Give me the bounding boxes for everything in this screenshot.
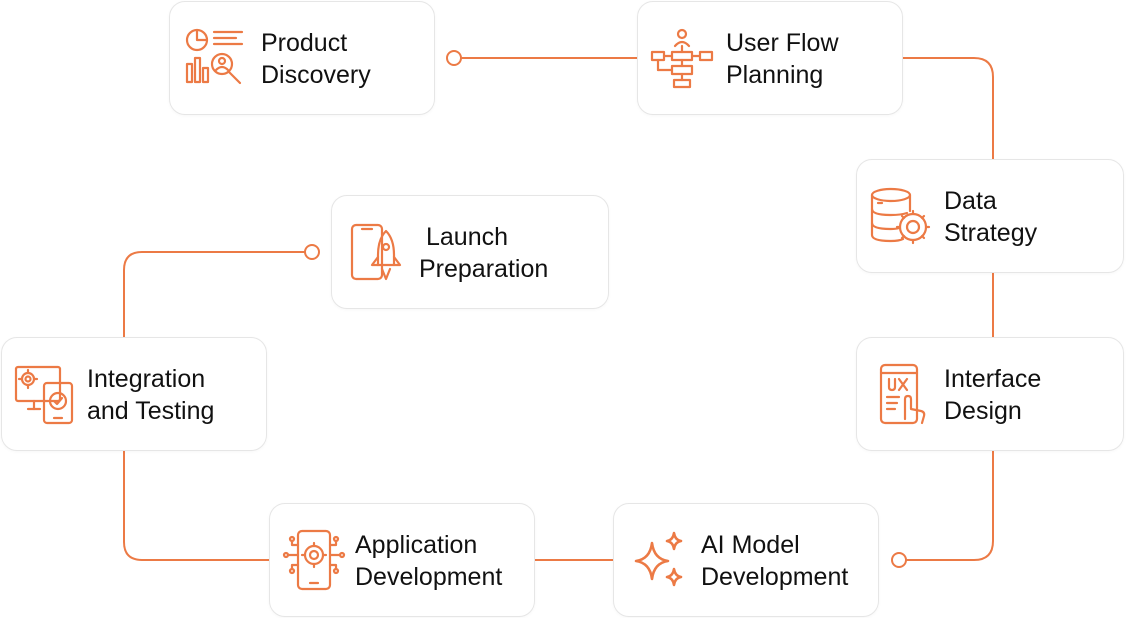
analytics-search-icon bbox=[184, 26, 248, 90]
mobile-gear-circuit-icon bbox=[282, 529, 346, 593]
step-card-data-strategy: Data Strategy bbox=[856, 159, 1124, 273]
step-card-application-development: Application Development bbox=[269, 503, 535, 617]
step-label: Launch Preparation bbox=[419, 223, 549, 283]
step-card-product-discovery: Product Discovery bbox=[169, 1, 435, 115]
step-card-user-flow-planning: User Flow Planning bbox=[637, 1, 903, 115]
ux-touch-icon bbox=[869, 363, 933, 427]
step-label: Interface Design bbox=[944, 365, 1042, 425]
step-label: Product Discovery bbox=[261, 29, 371, 89]
rocket-phone-icon bbox=[346, 221, 410, 285]
step-label: User Flow Planning bbox=[726, 29, 839, 89]
devices-check-icon bbox=[14, 363, 78, 427]
step-label: Application Development bbox=[355, 531, 503, 591]
step-card-ai-model-development: AI Model Development bbox=[613, 503, 879, 617]
step-label: Data Strategy bbox=[944, 187, 1038, 247]
step-card-launch-preparation: Launch Preparation bbox=[331, 195, 609, 309]
step-label: Integration and Testing bbox=[87, 365, 215, 425]
flowchart-icon bbox=[650, 26, 714, 90]
step-label: AI Model Development bbox=[701, 531, 849, 591]
step-card-integration-testing: Integration and Testing bbox=[1, 337, 267, 451]
sparkles-icon bbox=[628, 529, 692, 593]
database-gear-icon bbox=[869, 185, 933, 249]
step-card-interface-design: Interface Design bbox=[856, 337, 1124, 451]
